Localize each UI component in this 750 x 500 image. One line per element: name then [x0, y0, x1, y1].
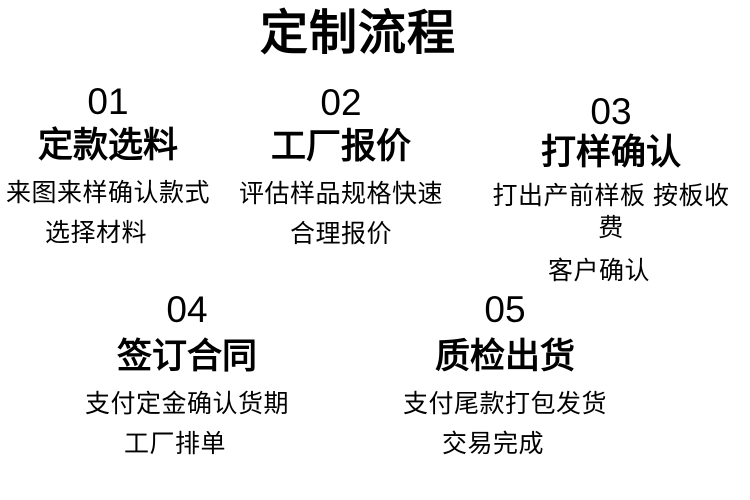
step-number: 04	[166, 289, 208, 330]
step-description-line: 支付尾款打包发货	[402, 390, 607, 418]
step-heading: 质检出货	[434, 337, 575, 376]
step-description-line: 选择材料	[44, 219, 147, 247]
step-number: 05	[484, 289, 526, 330]
step-heading: 定款选料	[37, 126, 178, 165]
step-02: 02 工厂报价 评估样品规格快速 合理报价	[211, 84, 471, 250]
step-description-line: 支付定金确认货期	[84, 390, 289, 418]
step-number: 02	[320, 82, 362, 123]
step-description-line: 工厂排单	[123, 430, 226, 458]
step-description-line: 来图来样确认款式	[5, 179, 210, 207]
step-heading: 打样确认	[540, 133, 681, 172]
step-heading: 签订合同	[116, 337, 257, 376]
step-heading: 工厂报价	[270, 127, 411, 166]
step-04: 04 签订合同 支付定金确认货期 工厂排单	[33, 291, 341, 460]
page-title: 定制流程	[259, 7, 456, 60]
step-01: 01 定款选料 来图来样确认款式 选择材料	[0, 83, 216, 249]
step-description-line: 客户确认	[547, 257, 650, 285]
step-03: 03 打样确认 打出产前样板 按板收费 客户确认	[480, 93, 742, 287]
step-description-line: 打出产前样板 按板收费	[492, 182, 730, 242]
step-description-line: 合理报价	[289, 220, 392, 248]
step-description-line: 交易完成	[441, 430, 544, 458]
step-number: 03	[590, 91, 632, 132]
step-05: 05 质检出货 支付尾款打包发货 交易完成	[351, 291, 659, 460]
step-number: 01	[87, 81, 129, 122]
step-description-line: 评估样品规格快速	[238, 180, 443, 208]
